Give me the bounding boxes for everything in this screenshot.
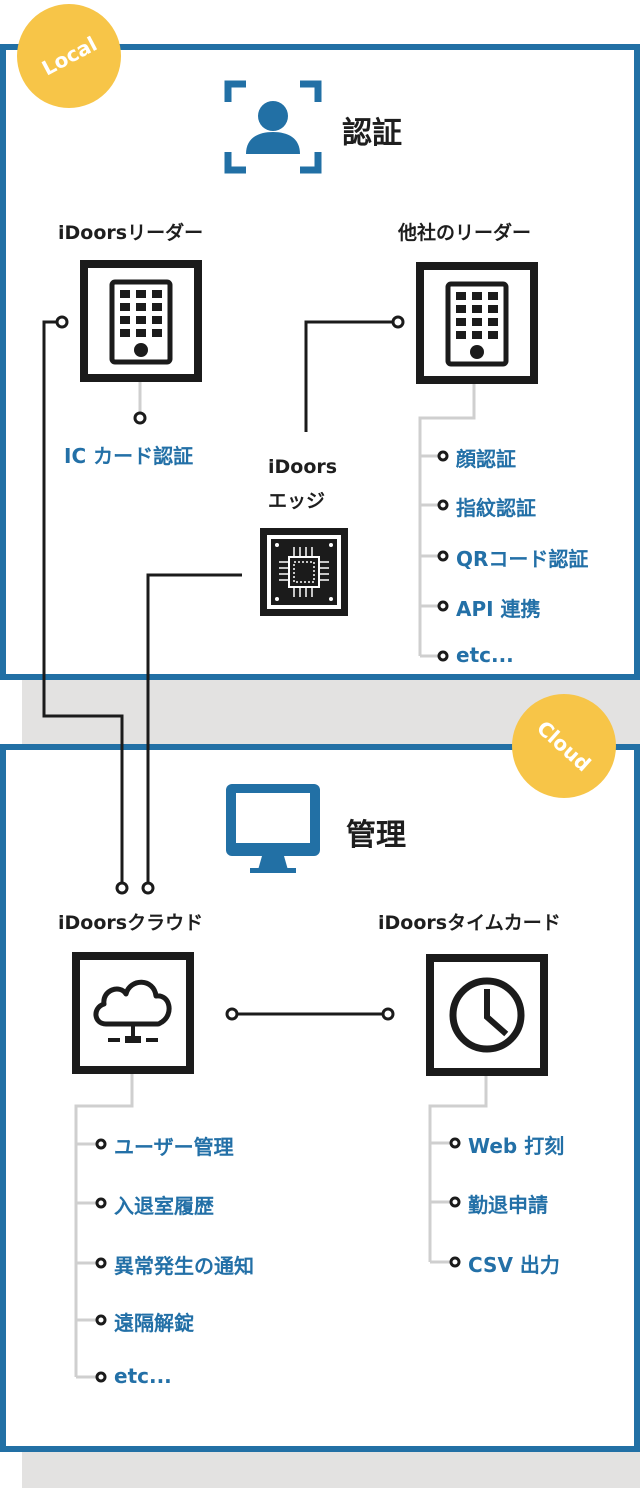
other-reader-device[interactable]	[416, 262, 538, 384]
cloud-badge: Cloud	[512, 694, 616, 798]
other-feature-item: API 連携	[456, 597, 541, 621]
other-feature-item: QRコード認証	[456, 547, 589, 571]
cloud-icon	[93, 979, 172, 1043]
idoors-cloud-device[interactable]	[72, 952, 194, 1074]
other-feature-item: 指紋認証	[456, 496, 536, 520]
idoors-reader-device[interactable]	[80, 260, 202, 382]
idoors-timecard-device[interactable]	[426, 954, 548, 1076]
cloud-panel	[0, 744, 640, 1452]
timecard-feature-item: CSV 出力	[468, 1253, 560, 1277]
face-recognition-icon	[224, 80, 322, 174]
cloud-feature-item: 遠隔解錠	[114, 1311, 194, 1335]
timecard-feature-item: 勤退申請	[468, 1193, 548, 1217]
cloud-feature-item: 入退室履歴	[114, 1194, 214, 1218]
idoors-timecard-label: iDoorsタイムカード	[378, 912, 561, 934]
other-reader-tree-spine	[418, 382, 476, 656]
edge-label-line2: エッジ	[268, 490, 326, 512]
edge-to-cloud-line	[146, 573, 242, 886]
idoors-cloud-label: iDoorsクラウド	[58, 912, 204, 934]
cloud-tree-spine	[74, 1072, 134, 1377]
idoors-reader-label: iDoorsリーダー	[58, 222, 204, 244]
cloud-feature-item: etc...	[114, 1364, 172, 1388]
gray-strip-bottom	[22, 1446, 640, 1488]
cloud-title: 管理	[346, 818, 406, 853]
clock-icon	[449, 977, 525, 1053]
other-reader-label: 他社のリーダー	[398, 222, 532, 244]
other-feature-item: 顔認証	[456, 447, 516, 471]
reader-to-cloud-line	[42, 320, 124, 886]
idoors-edge-device[interactable]	[260, 528, 348, 616]
timecard-feature-item: Web 打刻	[468, 1134, 565, 1158]
other-reader-to-edge-line	[304, 320, 398, 432]
ic-card-auth-text: IC カード認証	[64, 444, 194, 468]
cloud-feature-item: ユーザー管理	[114, 1135, 234, 1159]
keypad-reader-icon	[445, 281, 509, 367]
local-badge: Local	[17, 4, 121, 108]
monitor-icon	[226, 784, 320, 873]
cloud-feature-item: 異常発生の通知	[114, 1254, 254, 1278]
other-feature-item: etc...	[456, 643, 514, 667]
local-title: 認証	[342, 116, 402, 151]
edge-label-line1: iDoors	[268, 456, 338, 478]
chip-icon	[271, 539, 337, 605]
keypad-reader-icon	[109, 279, 173, 365]
timecard-tree-spine	[428, 1074, 488, 1262]
